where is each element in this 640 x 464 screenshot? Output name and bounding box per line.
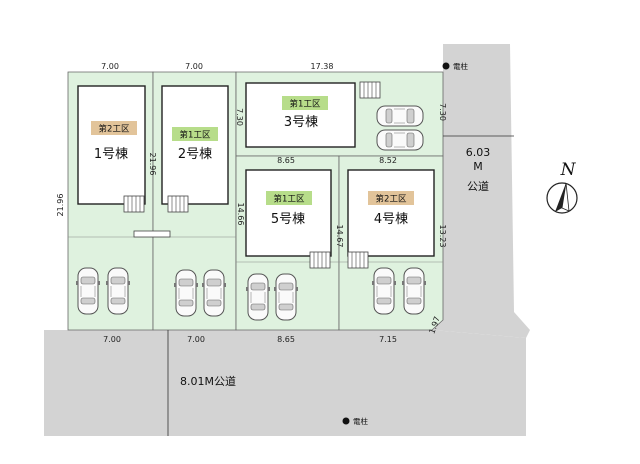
house-5-footprint — [245, 169, 332, 257]
dim-top-2: 7.00 — [185, 62, 203, 71]
dim-top-3: 17.38 — [311, 62, 334, 71]
house-5-phase-tag — [266, 191, 312, 205]
utility-pole-label: 電柱 — [453, 61, 468, 71]
dim-mid-4: 8.52 — [379, 156, 397, 165]
car-icon — [173, 269, 199, 317]
house-2-footprint — [161, 85, 229, 205]
house-4-phase: 第2工区 — [376, 194, 407, 205]
house-1-name: 1号棟 — [94, 147, 128, 162]
south-road-label: 8.01M公道 — [180, 374, 236, 388]
north-label: N — [560, 160, 577, 180]
house-4-footprint — [347, 169, 435, 257]
house-2-phase: 第1工区 — [180, 130, 211, 141]
house-1-phase-tag — [91, 121, 137, 135]
dim-left-of-5: 14.66 — [236, 203, 245, 226]
entry-steps — [123, 195, 145, 213]
car-icon — [201, 269, 227, 317]
dim-mid-5: 8.65 — [277, 156, 295, 165]
house-3-footprint — [245, 82, 356, 148]
house-4-name: 4号棟 — [374, 212, 408, 227]
house-4-phase-tag — [368, 191, 414, 205]
car-icon — [371, 267, 397, 315]
dim-right-of-4: 13.23 — [438, 225, 447, 248]
house-3-phase-tag — [282, 96, 328, 110]
dim-bottom-1: 7.00 — [103, 335, 121, 344]
house-3-name: 3号棟 — [284, 115, 318, 130]
car-icon — [376, 105, 424, 127]
car-icon — [75, 267, 101, 315]
car-icon — [105, 267, 131, 315]
dim-bottom-5: 8.65 — [277, 335, 295, 344]
dim-right-of-3: 7.30 — [438, 103, 447, 121]
car-icon — [273, 273, 299, 321]
utility-pole-icon — [442, 62, 450, 70]
house-5-phase: 第1工区 — [274, 194, 305, 205]
gate — [133, 230, 171, 238]
east-road-label: 公道 — [467, 179, 489, 193]
dim-left-of-3: 7.30 — [235, 108, 244, 126]
dim-top-1: 7.00 — [101, 62, 119, 71]
car-icon — [245, 273, 271, 321]
car-icon — [376, 129, 424, 151]
house-3-phase: 第1工区 — [290, 99, 321, 110]
north-arrow-icon — [546, 182, 578, 214]
dim-between-12: 21.96 — [148, 153, 157, 176]
east-road-unit: M — [473, 160, 483, 173]
dim-bottom-2: 7.00 — [187, 335, 205, 344]
dim-bottom-4: 7.15 — [379, 335, 397, 344]
entry-steps — [347, 251, 369, 269]
utility-pole-label: 電柱 — [353, 416, 368, 426]
entry-steps — [309, 251, 331, 269]
east-road-width: 6.03 — [466, 146, 491, 159]
car-icon — [401, 267, 427, 315]
house-1-footprint — [77, 85, 146, 205]
dim-left: 21.96 — [56, 194, 65, 217]
utility-pole-icon — [342, 417, 350, 425]
entry-steps — [167, 195, 189, 213]
house-2-name: 2号棟 — [178, 147, 212, 162]
house-2-phase-tag — [172, 127, 218, 141]
south-road — [44, 330, 526, 436]
east-road — [432, 44, 530, 338]
house-5-name: 5号棟 — [271, 212, 305, 227]
house-1-phase: 第2工区 — [99, 124, 130, 135]
dim-between-54: 14.67 — [335, 225, 344, 248]
entry-steps — [359, 81, 381, 99]
